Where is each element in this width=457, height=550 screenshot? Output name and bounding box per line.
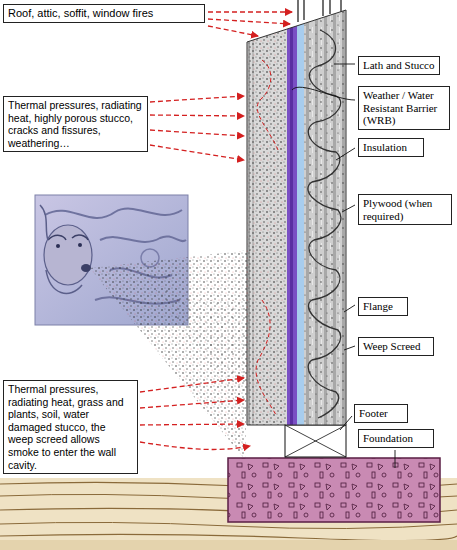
callout-box: Roof, attic, soffit, window fires [3, 4, 205, 23]
heat-arrows [140, 12, 292, 449]
label-text: Weep Screed [363, 340, 429, 353]
part-label: Weather / Water Resistant Barrier (WRB) [358, 86, 450, 130]
wall-section [247, 0, 346, 430]
callout-box: Thermal pressures, radiating heat, highl… [3, 96, 148, 152]
label-text: Flange [363, 300, 403, 313]
part-label: Foundation [358, 429, 434, 448]
part-label: Lath and Stucco [358, 56, 440, 75]
footer-block [285, 425, 346, 457]
label-text: Foundation [363, 432, 429, 445]
label-text: Footer [359, 407, 403, 420]
part-label: Plywood (when required) [358, 194, 452, 225]
label-text: Weather / Water Resistant Barrier (WRB) [363, 89, 445, 127]
label-text: Insulation [363, 141, 419, 154]
smoke-spray [150, 282, 248, 420]
callout-box: Thermal pressures, radiating heat, grass… [3, 380, 138, 474]
part-label: Insulation [358, 138, 424, 157]
label-text: Thermal pressures, radiating heat, highl… [8, 99, 143, 149]
label-text: Thermal pressures, radiating heat, grass… [8, 383, 133, 471]
wall-outline [247, 10, 346, 425]
label-text: Lath and Stucco [363, 59, 435, 72]
part-label: Weep Screed [358, 337, 434, 356]
part-label: Footer [354, 404, 408, 423]
label-text: Roof, attic, soffit, window fires [8, 7, 200, 20]
foundation-block [228, 458, 440, 522]
part-label: Flange [358, 297, 408, 316]
label-text: Plywood (when required) [363, 197, 447, 222]
